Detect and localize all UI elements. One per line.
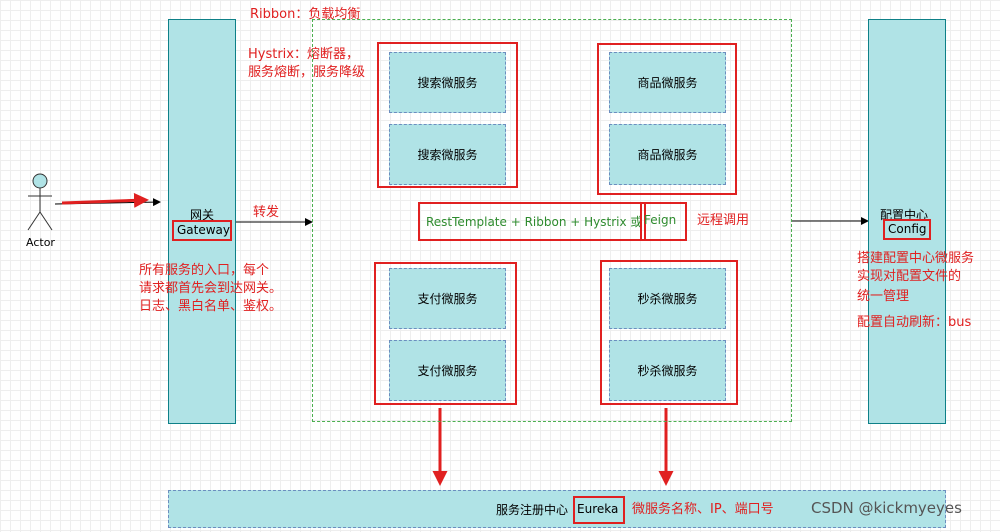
product-service-1: 商品微服务: [609, 52, 726, 113]
registry-note: 微服务名称、IP、端口号: [632, 502, 774, 517]
gateway-note-line1: 所有服务的入口，每个: [139, 263, 270, 278]
payment-service-2: 支付微服务: [389, 340, 506, 401]
payment-service-group: [374, 262, 517, 405]
config-cn-label: 配置中心: [880, 208, 929, 222]
rpc-stack-highlight: [418, 202, 646, 241]
ribbon-note: Ribbon：负载均衡: [250, 7, 361, 22]
seckill-service-2: 秒杀微服务: [609, 340, 726, 401]
config-note-line2: 实现对配置文件的: [857, 269, 962, 284]
registry-bar: [168, 490, 946, 528]
feign-highlight: [640, 202, 687, 241]
search-service-group: [377, 42, 518, 188]
gateway-en-label: Gateway: [177, 223, 231, 237]
payment-service-1: 支付微服务: [389, 268, 506, 329]
config-note-line3: 统一管理: [857, 289, 910, 304]
gateway-note-line3: 日志、黑白名单、鉴权。: [139, 299, 283, 314]
product-service-group: [597, 43, 737, 195]
registry-cn-label: 服务注册中心: [496, 503, 569, 517]
actor-to-gateway-red-arrow: [61, 192, 149, 208]
search-service-2: 搜索微服务: [389, 124, 506, 185]
feign-label: Feign: [644, 213, 677, 227]
hystrix-note-line1: Hystrix：熔断器，: [248, 47, 359, 62]
seckill-service-group: [600, 260, 738, 405]
config-refresh-note: 配置自动刷新：bus: [857, 315, 972, 330]
microservices-container: [312, 19, 792, 422]
gateway-note-line2: 请求都首先会到达网关。: [139, 281, 283, 296]
registry-en-label: Eureka: [577, 502, 619, 516]
product-service-2: 商品微服务: [609, 124, 726, 185]
hystrix-note-line2: 服务熔断，服务降级: [248, 65, 366, 80]
forward-label: 转发: [253, 205, 280, 220]
config-note-line1: 搭建配置中心微服务: [857, 251, 975, 266]
watermark: CSDN @kickmyeyes: [811, 499, 962, 517]
gateway-highlight: [172, 220, 232, 241]
search-service-1: 搜索微服务: [389, 52, 506, 113]
config-en-label: Config: [888, 222, 927, 236]
actor-label: Actor: [26, 236, 55, 249]
config-column: [868, 19, 946, 424]
remote-call-note: 远程调用: [697, 213, 750, 228]
eureka-highlight: [573, 496, 625, 524]
gateway-cn-label: 网关: [190, 208, 215, 222]
config-highlight: [883, 219, 931, 240]
seckill-service-1: 秒杀微服务: [609, 268, 726, 329]
actor-icon: [27, 173, 53, 231]
rpc-stack-label: RestTemplate + Ribbon + Hystrix 或: [426, 215, 643, 229]
